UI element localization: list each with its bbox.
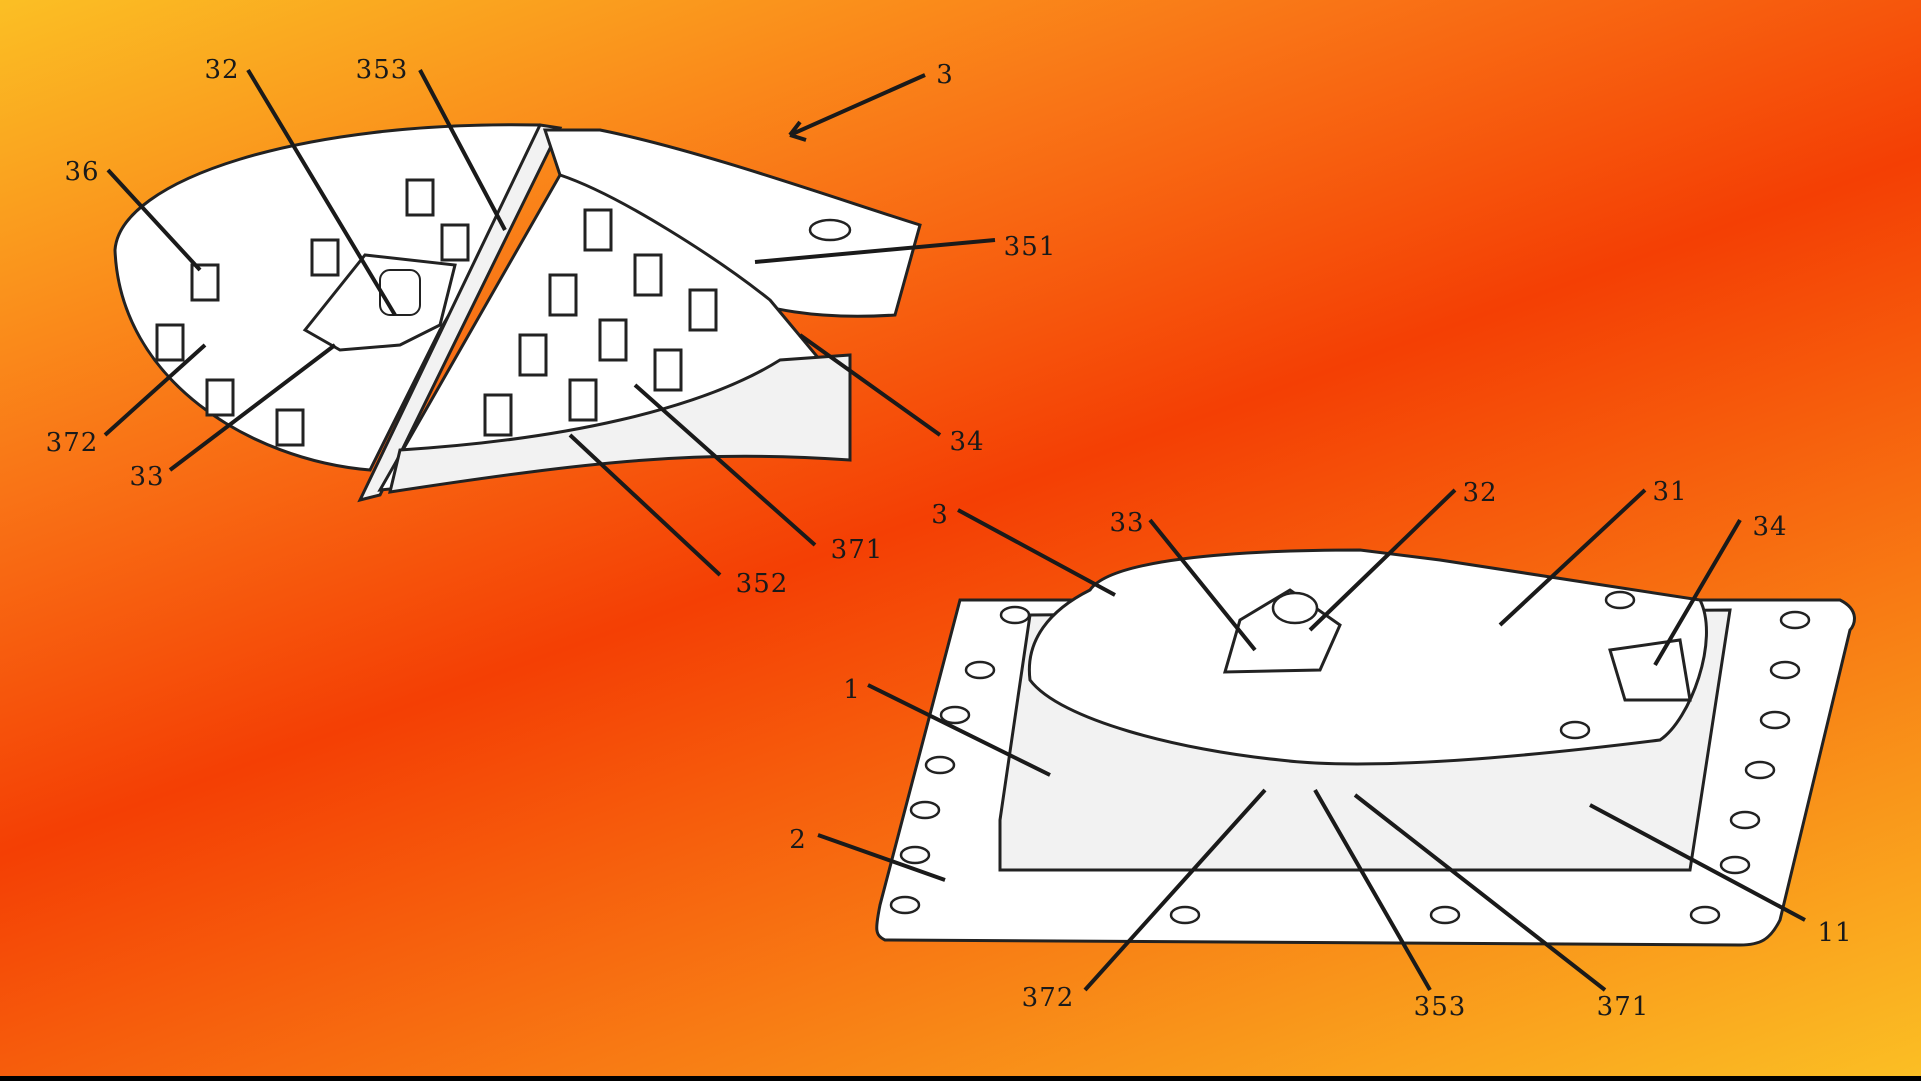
bottom-border (0, 1076, 1921, 1081)
label-top-32: 32 (204, 55, 240, 85)
bottom-assembly (875, 548, 1856, 947)
label-bot-11: 11 (1817, 918, 1853, 948)
label-top-3: 3 (936, 60, 954, 90)
label-bot-3: 3 (931, 500, 949, 530)
label-top-371: 371 (830, 535, 884, 565)
label-top-353: 353 (355, 55, 409, 85)
boss-hole (1271, 591, 1319, 625)
label-bot-34: 34 (1752, 512, 1788, 542)
arm-hole (808, 218, 852, 242)
label-bot-33: 33 (1109, 508, 1145, 538)
label-top-372: 372 (45, 428, 99, 458)
label-bot-2: 2 (789, 825, 807, 855)
label-top-352: 352 (735, 569, 789, 599)
label-top-36: 36 (64, 157, 100, 187)
top-pins (155, 178, 470, 447)
label-bot-1: 1 (843, 675, 861, 705)
label-top-33: 33 (129, 462, 165, 492)
label-bot-353: 353 (1413, 992, 1467, 1022)
label-bot-32: 32 (1462, 478, 1498, 508)
clip-34 (1608, 638, 1692, 702)
label-top-34: 34 (949, 427, 985, 457)
label-bot-371: 371 (1596, 992, 1650, 1022)
leader-lines (103, 68, 1806, 992)
plate-3-disc (1027, 548, 1708, 766)
lip-352 (388, 353, 852, 494)
base-holes (889, 590, 1811, 925)
top-rib (357, 123, 563, 503)
label-bot-31: 31 (1652, 477, 1688, 507)
label-top-351: 351 (1003, 232, 1057, 262)
label-bot-372: 372 (1021, 983, 1075, 1013)
top-component-3 (113, 123, 922, 503)
triangle-pins (483, 208, 718, 437)
